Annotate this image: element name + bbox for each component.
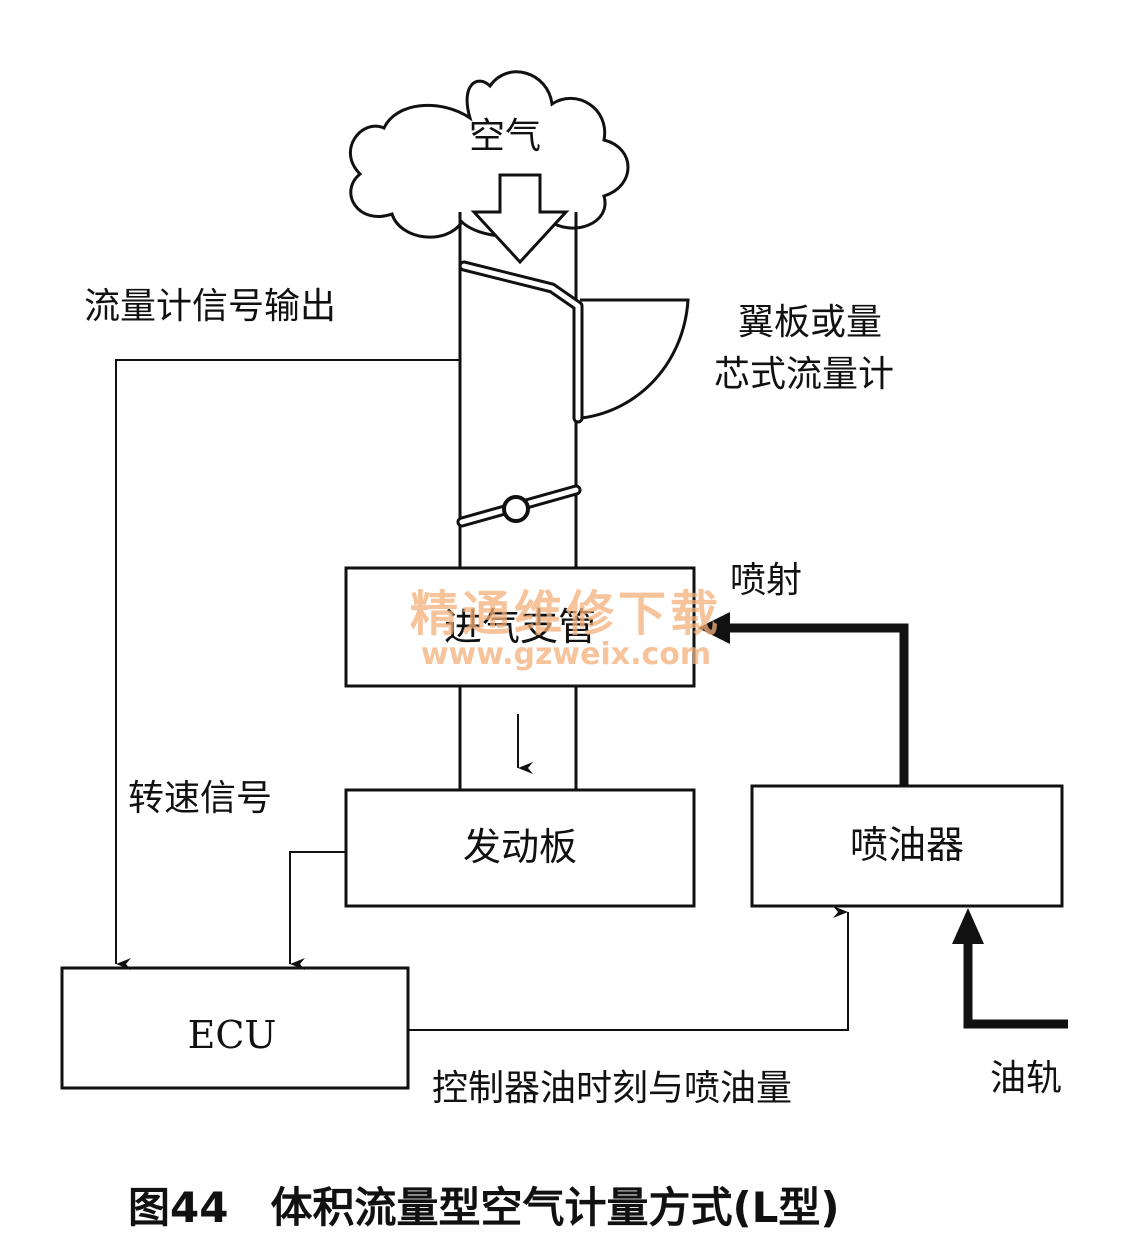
- flowmeter-label-1: 翼板或量: [738, 302, 882, 343]
- injector-box: 喷油器: [750, 784, 1064, 908]
- flow-signal-label: 流量计信号输出: [84, 286, 336, 327]
- ecu-label: ECU: [188, 1013, 277, 1057]
- injection-label: 喷射: [730, 560, 802, 601]
- fuel-rail-line: [952, 908, 1068, 1029]
- intake-manifold-label: 进气支管: [444, 605, 596, 649]
- flow-signal-line: [115, 359, 460, 970]
- engine-label: 发动板: [463, 825, 577, 869]
- speed-signal-line: [289, 851, 346, 970]
- figure-caption: 图44 体积流量型空气计量方式(L型): [128, 1183, 840, 1232]
- throttle-valve: [456, 484, 582, 528]
- flowmeter-label-2: 芯式流量计: [714, 354, 894, 395]
- watermark-url: www.gzweix.com: [421, 637, 711, 672]
- ecu-box: ECU: [60, 966, 410, 1090]
- injection-line: [698, 612, 909, 786]
- control-signal-label: 控制器油时刻与喷油量: [432, 1068, 792, 1109]
- vane-flowmeter: [458, 260, 690, 424]
- air-label: 空气: [469, 116, 541, 157]
- engine-box: 发动板: [344, 788, 696, 908]
- speed-signal-label: 转速信号: [128, 778, 272, 819]
- injector-label: 喷油器: [850, 823, 964, 867]
- control-signal-line: [408, 906, 849, 1031]
- air-flow-arrow: [470, 173, 570, 265]
- fuel-rail-label: 油轨: [990, 1058, 1062, 1099]
- watermark-text: 精通维修下载: [410, 586, 722, 642]
- intake-manifold-box: 进气支管: [344, 566, 696, 688]
